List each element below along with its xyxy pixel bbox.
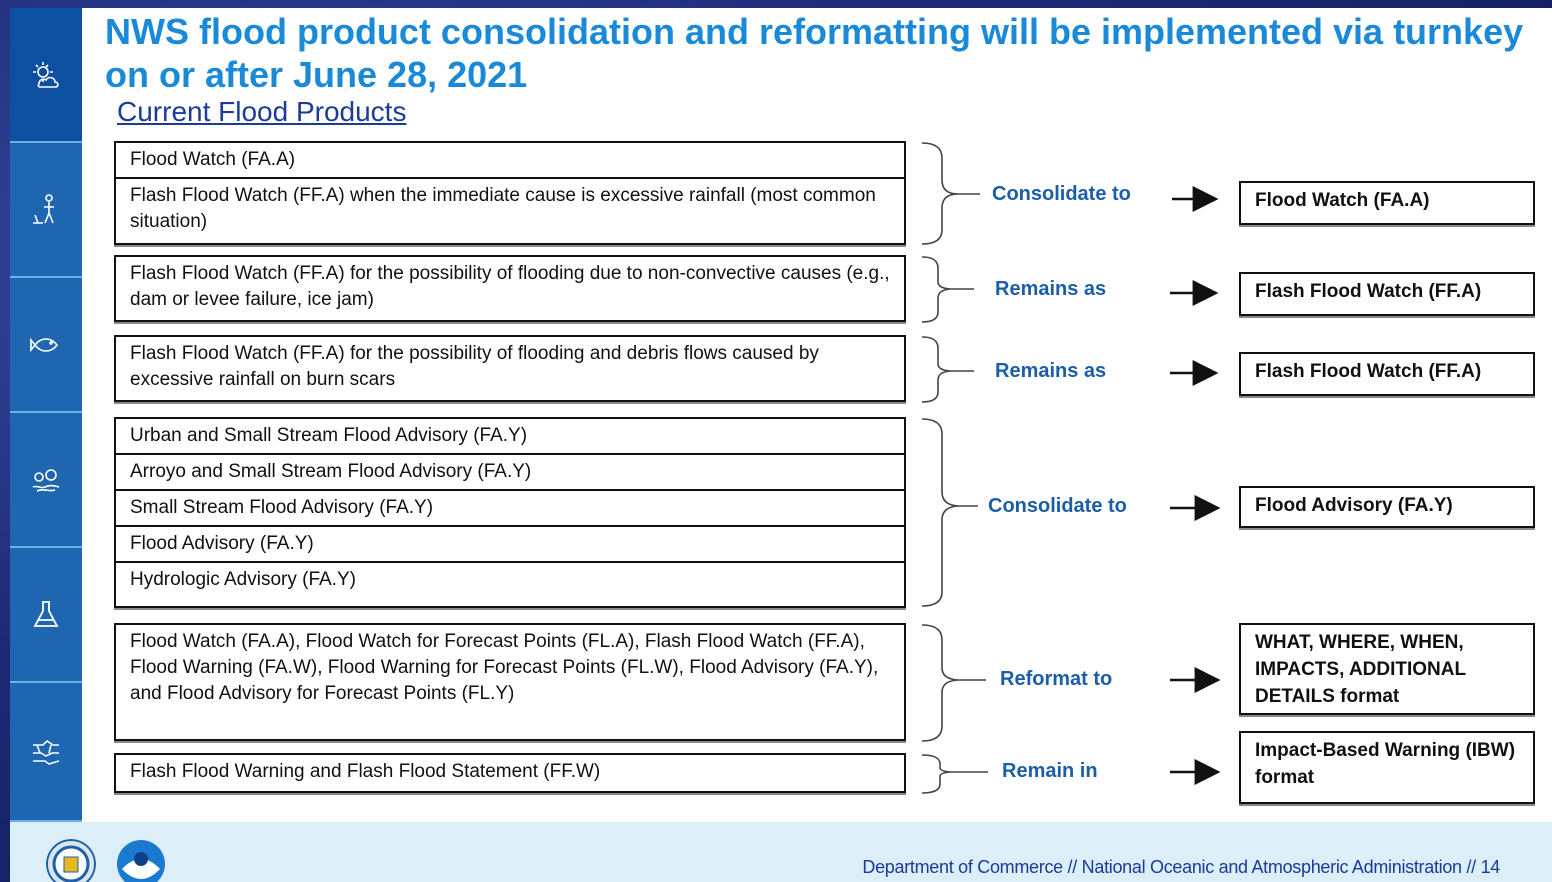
brace-6 (921, 754, 951, 794)
output-product: Flood Advisory (FA.Y) (1239, 486, 1535, 528)
action-label: Remains as (995, 278, 1107, 300)
brace-2 (921, 256, 951, 323)
input-group-5: Flood Watch (FA.A), Flood Watch for Fore… (114, 623, 906, 741)
brace-5 (921, 624, 959, 742)
action-label: Consolidate to (988, 495, 1127, 517)
input-product: Flood Advisory (FA.Y) (116, 525, 904, 561)
input-product: Urban and Small Stream Flood Advisory (F… (130, 425, 528, 446)
input-product: Arroyo and Small Stream Flood Advisory (… (116, 453, 904, 489)
input-group-3: Flash Flood Watch (FF.A) for the possibi… (114, 335, 906, 402)
fish-icon (30, 337, 59, 352)
sidebar-segment-ice (10, 683, 82, 822)
sidebar-segment-flask (10, 548, 82, 683)
action-label: Reformat to (1000, 668, 1113, 690)
input-product: Flash Flood Watch (FF.A) for the possibi… (130, 263, 890, 310)
slide-title: NWS flood product consolidation and refo… (105, 11, 1524, 95)
sidebar-segment-fish (10, 278, 82, 413)
sidebar-segment-weather (10, 8, 82, 143)
coral-icon (32, 468, 60, 492)
noaa-logo-icon (117, 840, 165, 882)
brace-3 (921, 336, 951, 403)
ice-icon (33, 739, 60, 765)
input-product: Flash Flood Watch (FF.A) for the possibi… (130, 343, 819, 390)
sidebar (10, 8, 82, 822)
slide: NWS flood product consolidation and refo… (10, 8, 1552, 882)
input-product: Flash Flood Watch (FF.A) when the immedi… (116, 177, 904, 239)
input-group-4: Urban and Small Stream Flood Advisory (F… (114, 417, 906, 608)
action-label: Remains as (995, 360, 1107, 382)
output-product: Flood Watch (FA.A) (1239, 181, 1535, 225)
sidebar-segment-hiker (10, 143, 82, 278)
sun-cloud-icon (33, 61, 59, 88)
input-product: Small Stream Flood Advisory (FA.Y) (116, 489, 904, 525)
hiker-icon (33, 193, 54, 224)
section-subtitle: Current Flood Products (117, 96, 407, 127)
brace-1 (921, 142, 959, 245)
input-product: Flash Flood Warning and Flash Flood Stat… (130, 761, 601, 782)
output-product: Impact-Based Warning (IBW) format (1239, 731, 1535, 804)
output-product: Flash Flood Watch (FF.A) (1239, 352, 1535, 396)
flask-icon (33, 600, 59, 627)
input-group-2: Flash Flood Watch (FF.A) for the possibi… (114, 255, 906, 322)
output-product: WHAT, WHERE, WHEN, IMPACTS, ADDITIONAL D… (1239, 623, 1535, 715)
input-product: Flood Watch (FA.A), Flood Watch for Fore… (130, 631, 879, 704)
input-group-1: Flood Watch (FA.A) Flash Flood Watch (FF… (114, 141, 906, 245)
action-label: Consolidate to (992, 183, 1131, 205)
doc-seal-icon (46, 839, 96, 882)
brace-4 (921, 418, 959, 607)
action-label: Remain in (1002, 760, 1098, 782)
footer: Department of Commerce // National Ocean… (10, 822, 1552, 882)
output-product: Flash Flood Watch (FF.A) (1239, 272, 1535, 316)
footer-text: Department of Commerce // National Ocean… (862, 857, 1500, 877)
sidebar-segment-coral (10, 413, 82, 548)
input-group-6: Flash Flood Warning and Flash Flood Stat… (114, 753, 906, 793)
input-product: Hydrologic Advisory (FA.Y) (116, 561, 904, 597)
input-product: Flood Watch (FA.A) (130, 149, 296, 170)
